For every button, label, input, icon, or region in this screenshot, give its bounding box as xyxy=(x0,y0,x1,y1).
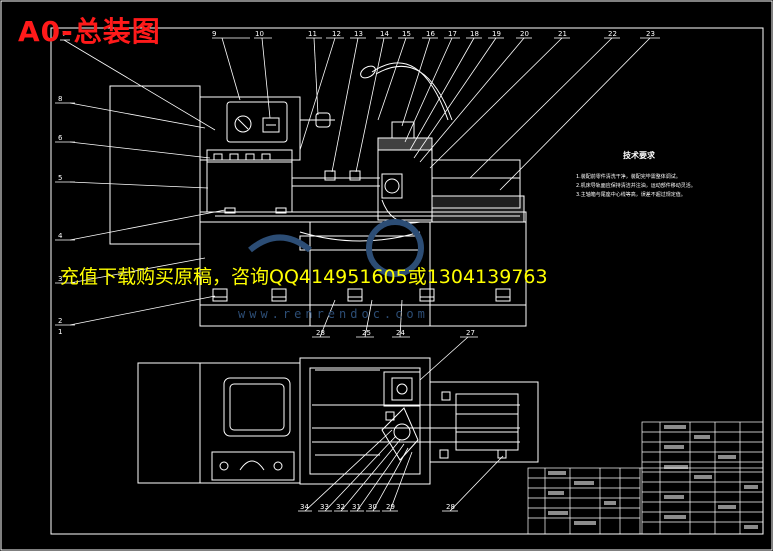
drawing-title: A0-总装图 xyxy=(18,15,161,48)
callout-top-18: 18 xyxy=(470,30,479,38)
callout-top-11: 11 xyxy=(308,30,317,38)
leader-lines-top xyxy=(60,37,660,191)
tech-requirement-line-1: 1.装配前零件清洗干净，装配完毕需整体调试。 xyxy=(576,174,681,180)
callout-top-15: 15 xyxy=(402,30,411,38)
watermark-url: www.renrendoc.com xyxy=(238,307,429,321)
leader-lines-front-bottom xyxy=(312,299,410,338)
callout-front-bottom-25: 25 xyxy=(362,329,371,337)
title-block-fill xyxy=(548,425,758,529)
callout-plan-33: 33 xyxy=(320,503,329,511)
callout-plan-31: 31 xyxy=(352,503,361,511)
leader-lines-plan xyxy=(298,336,504,512)
watermark-logo xyxy=(248,219,424,277)
callout-top-10: 10 xyxy=(255,30,264,38)
callout-top-13: 13 xyxy=(354,30,363,38)
inner-frame xyxy=(50,27,764,535)
callout-left-4: 4 xyxy=(58,232,63,240)
callout-plan-30: 30 xyxy=(368,503,377,511)
leader-lines-left xyxy=(55,102,226,326)
callout-top-23: 23 xyxy=(646,30,655,38)
callout-left-5: 5 xyxy=(58,174,62,182)
tech-requirement-line-2: 2.机床导轨面应保持清洁并注油，运动部件移动灵活。 xyxy=(576,183,696,189)
plan-view xyxy=(137,357,539,485)
callout-left-3: 3 xyxy=(58,275,62,283)
callout-top-16: 16 xyxy=(426,30,435,38)
callout-top-21: 21 xyxy=(558,30,567,38)
callout-plan-28: 28 xyxy=(446,503,455,511)
watermark-text: 充值下载购买原稿，咨询QQ414951605或1304139763 xyxy=(60,266,548,288)
tech-requirements-title: 技术要求 xyxy=(623,151,655,160)
callout-left-1: 1 xyxy=(58,328,62,336)
callout-top-12: 12 xyxy=(332,30,341,38)
callout-top-9: 9 xyxy=(212,30,216,38)
callout-left-8: 8 xyxy=(58,95,62,103)
callout-top-14: 14 xyxy=(380,30,389,38)
front-view xyxy=(109,62,527,327)
callout-plan-27: 27 xyxy=(466,329,475,337)
callout-plan-29: 29 xyxy=(386,503,395,511)
callout-plan-34: 34 xyxy=(300,503,309,511)
callout-front-bottom-28: 28 xyxy=(316,329,325,337)
callout-plan-32: 32 xyxy=(336,503,345,511)
callout-left-2: 2 xyxy=(58,317,62,325)
callout-top-17: 17 xyxy=(448,30,457,38)
callout-left-6: 6 xyxy=(58,134,63,142)
callout-front-bottom-24: 24 xyxy=(396,329,405,337)
tech-requirement-line-3: 3.主轴箱与尾座中心线等高，误差不超过规定值。 xyxy=(576,192,686,198)
callout-top-19: 19 xyxy=(492,30,501,38)
callout-top-22: 22 xyxy=(608,30,617,38)
title-block xyxy=(527,421,764,535)
callout-top-20: 20 xyxy=(520,30,529,38)
callout-top-7: 7 xyxy=(62,30,66,38)
